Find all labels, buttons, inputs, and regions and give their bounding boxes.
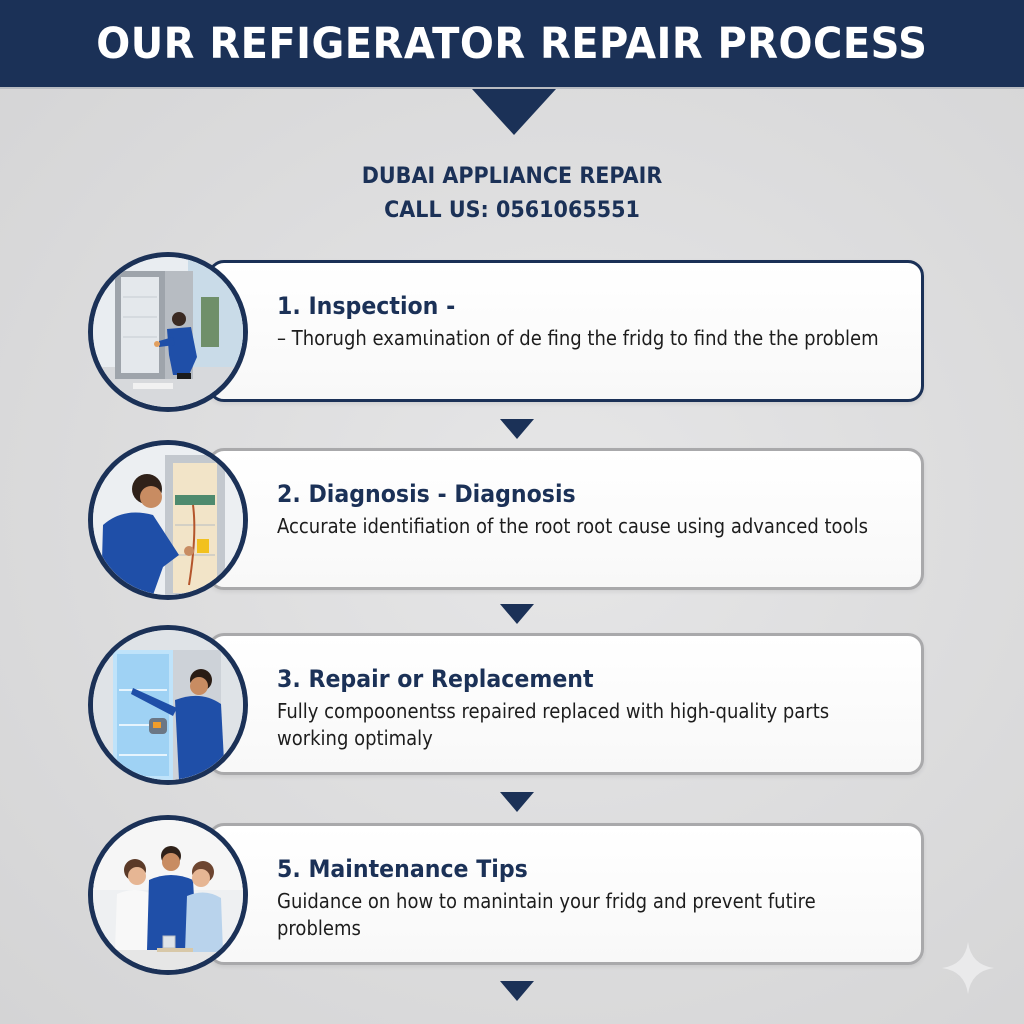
- step-repair-replacement: 3. Repair or Replacement Fully compoonen…: [88, 625, 924, 785]
- triangle-down-icon: [500, 604, 534, 624]
- step-title: 2. Diagnosis - Diagnosis: [277, 480, 576, 508]
- header-pointer-icon: [472, 89, 556, 135]
- step-title: 3. Repair or Replacement: [277, 665, 594, 693]
- sparkle-icon: [942, 942, 994, 994]
- technician-kneeling-at-fridge-image: [93, 257, 243, 407]
- step-card: 1. Inspection - – Thorugh examιination o…: [208, 260, 924, 402]
- step-card: 3. Repair or Replacement Fully compoonen…: [208, 633, 924, 775]
- company-info: DUBAI APPLIANCE REPAIR CALL US: 05610655…: [0, 160, 1024, 228]
- step-photo-inspection: [88, 252, 248, 412]
- step-title: 5. Maintenance Tips: [277, 855, 528, 883]
- step-description: – Thorugh examιination of de fing the fr…: [277, 326, 879, 350]
- step-photo-diagnosis: [88, 440, 248, 600]
- step-description: Accurate identifiation of the root root …: [277, 514, 868, 538]
- page-title: OUR REFIGERATOR REPAIR PROCESS: [96, 18, 928, 69]
- step-title: 1. Inspection -: [277, 292, 456, 320]
- technician-replacing-part-image: [93, 630, 243, 780]
- triangle-down-icon: [500, 981, 534, 1001]
- step-diagnosis: 2. Diagnosis - Diagnosis Accurate identi…: [88, 440, 924, 600]
- step-maintenance-tips: 5. Maintenance Tips Guidance on how to m…: [88, 815, 924, 975]
- step-inspection: 1. Inspection - – Thorugh examιination o…: [88, 252, 924, 412]
- step-card: 2. Diagnosis - Diagnosis Accurate identi…: [208, 448, 924, 590]
- technician-with-customers-image: [93, 820, 243, 970]
- step-description: Guidance on how to manintain your fridg …: [277, 889, 816, 940]
- technician-testing-wiring-image: [93, 445, 243, 595]
- step-photo-repair: [88, 625, 248, 785]
- header-banner: OUR REFIGERATOR REPAIR PROCESS: [0, 0, 1024, 89]
- triangle-down-icon: [500, 419, 534, 439]
- company-name: DUBAI APPLIANCE REPAIR: [361, 164, 663, 189]
- triangle-down-icon: [500, 792, 534, 812]
- company-phone: CALL US: 0561065551: [384, 198, 640, 223]
- step-description: Fully compoonentss repaired replaced wit…: [277, 699, 830, 750]
- step-photo-maintenance: [88, 815, 248, 975]
- step-card: 5. Maintenance Tips Guidance on how to m…: [208, 823, 924, 965]
